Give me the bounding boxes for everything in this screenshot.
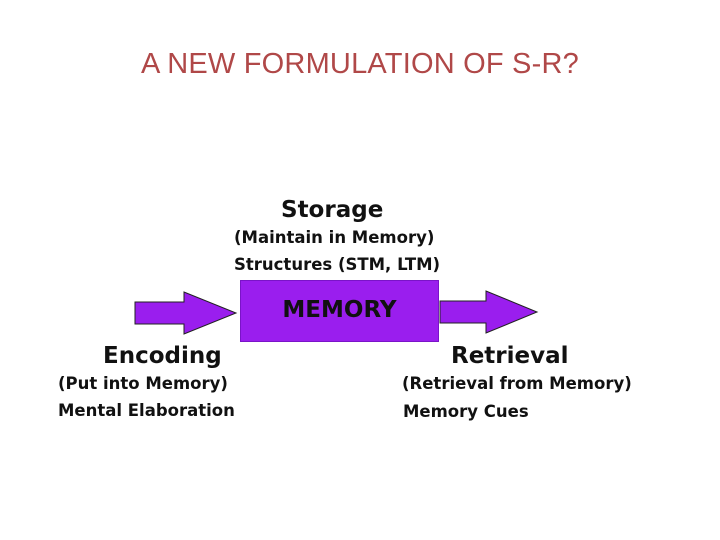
retrieval-detail: (Retrieval from Memory) [402,374,632,393]
encoding-detail: (Put into Memory) [58,374,228,393]
storage-example: Structures (STM, LTM) [234,255,441,274]
storage-heading: Storage [281,197,384,223]
storage-detail: (Maintain in Memory) [234,228,435,247]
output-arrow [439,290,539,334]
input-arrow [134,291,238,335]
encoding-example: Mental Elaboration [58,401,235,420]
retrieval-example: Memory Cues [403,402,529,421]
encoding-heading: Encoding [103,343,222,369]
slide-title: A NEW FORMULATION OF S-R? [141,48,579,80]
memory-label: MEMORY [282,297,397,323]
memory-box: MEMORY [240,280,439,342]
retrieval-heading: Retrieval [451,343,569,369]
